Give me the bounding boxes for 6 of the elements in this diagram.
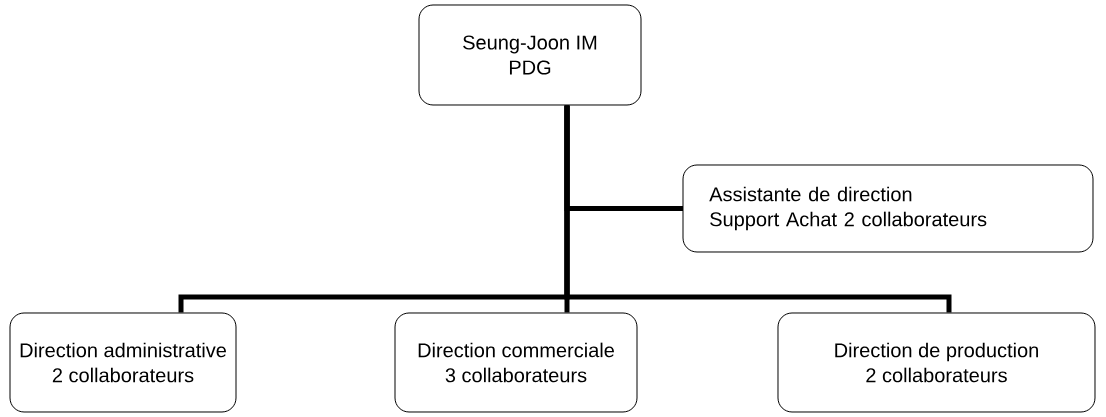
org-box: Direction de production 2 collaborateurs — [777, 312, 1096, 413]
org-box: Assistante de direction Support Achat 2 collaborateurs — [682, 164, 1094, 253]
org-box: Direction commerciale 3 collaborateurs — [394, 312, 638, 413]
connector-line — [564, 105, 952, 313]
org-box: Seung-Joon IM PDG — [418, 4, 642, 106]
org-box: Direction administrative 2 collaborateurs — [9, 312, 237, 413]
